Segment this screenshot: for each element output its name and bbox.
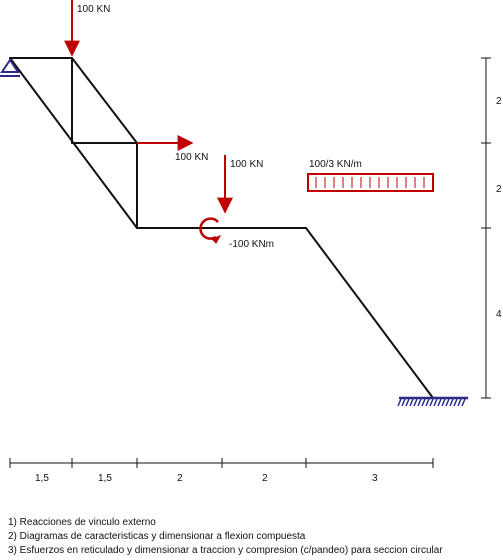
moment-arrow-icon	[199, 217, 222, 244]
vertical-dimension-line	[481, 57, 491, 399]
inclined-column	[305, 227, 434, 399]
vertical-dim-1: 2	[496, 96, 502, 107]
fixed-support-icon	[397, 396, 468, 407]
horizontal-dimension-line	[9, 458, 434, 468]
horizontal-dim-1: 1,5	[35, 473, 49, 484]
loads	[64, 0, 233, 214]
load-label-2: 100 KN	[175, 152, 208, 163]
moment-label: -100 KNm	[229, 239, 274, 250]
truss-diagonal-1	[71, 57, 138, 144]
load-label-1: 100 KN	[77, 4, 110, 15]
distributed-load-label: 100/3 KN/m	[309, 159, 362, 170]
vertical-dim-2: 2	[496, 184, 502, 195]
task-list: 1) Reacciones de vinculo externo 2) Diag…	[8, 516, 443, 558]
horizontal-dim-5: 3	[372, 473, 378, 484]
task-item-2: 2) Diagramas de caracteristicas y dimens…	[8, 531, 306, 542]
horizontal-dim-2: 1,5	[98, 473, 112, 484]
pin-support-icon	[0, 58, 20, 77]
structure-members	[9, 57, 434, 399]
vertical-dim-3: 4	[496, 309, 502, 320]
task-item-3: 3) Esfuerzos en reticulado y dimensionar…	[8, 545, 443, 556]
horizontal-dim-3: 2	[177, 473, 183, 484]
distributed-load	[307, 173, 434, 192]
load-label-3: 100 KN	[230, 159, 263, 170]
task-item-1: 1) Reacciones de vinculo externo	[8, 517, 156, 528]
horizontal-dim-4: 2	[262, 473, 268, 484]
